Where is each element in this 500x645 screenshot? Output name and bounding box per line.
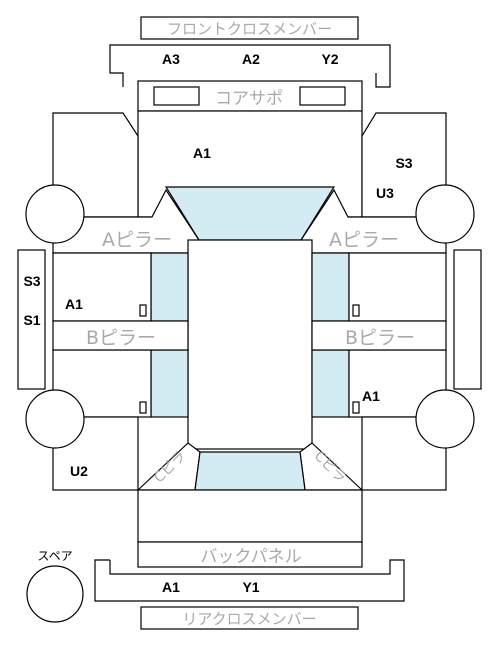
headlight-right[interactable] — [299, 86, 346, 106]
front-cross-member[interactable] — [109, 44, 391, 88]
rear-cross-member-box[interactable] — [140, 606, 359, 630]
core-support-label: コアサポ — [215, 89, 283, 109]
roof[interactable] — [187, 239, 313, 450]
left-side-rail[interactable] — [17, 249, 46, 390]
rear-member-code-right: Y1 — [242, 579, 259, 595]
left-front-door-code: A1 — [65, 296, 83, 312]
b-pillar-left-label: Bピラー — [86, 327, 156, 349]
a-pillar-right-label: Aピラー — [329, 229, 399, 251]
left-side-rail-code-bottom: S1 — [23, 312, 40, 328]
front-cross-member-label: フロントクロスメンバー — [167, 20, 332, 38]
front-member-code-left: A3 — [162, 51, 180, 67]
left-front-door-handle[interactable] — [139, 304, 147, 317]
left-front-window[interactable] — [150, 252, 189, 322]
rear-cross-member[interactable] — [94, 559, 405, 602]
front-member-code-right: Y2 — [321, 51, 338, 67]
right-front-door[interactable] — [348, 252, 447, 322]
headlight-left[interactable] — [153, 86, 200, 106]
front-left-wheel[interactable] — [25, 184, 85, 244]
back-panel-label: バックパネル — [200, 547, 301, 567]
rear-cross-member-label: リアクロスメンバー — [182, 610, 316, 628]
right-rear-door-code: A1 — [362, 388, 380, 404]
right-rear-window[interactable] — [311, 349, 350, 418]
left-rear-quarter-code: U2 — [70, 463, 88, 479]
front-cross-member-box[interactable] — [140, 16, 359, 40]
b-pillar-right-label: Bピラー — [345, 327, 415, 349]
front-right-fender-code-bottom: U3 — [376, 185, 394, 201]
spare-label: スペア — [37, 549, 72, 563]
a-pillar-left-label: Aピラー — [102, 229, 172, 251]
right-side-rail[interactable] — [453, 249, 482, 390]
spare-tire[interactable] — [26, 565, 84, 623]
rear-left-wheel[interactable] — [25, 389, 85, 449]
hood-code: A1 — [193, 145, 211, 161]
b-pillar-left[interactable] — [52, 320, 189, 351]
front-right-fender-code-top: S3 — [395, 155, 412, 171]
back-panel[interactable] — [137, 541, 363, 568]
rear-member-code-left: A1 — [162, 579, 180, 595]
right-rear-door-handle[interactable] — [352, 401, 360, 414]
b-pillar-right[interactable] — [311, 320, 447, 351]
left-rear-door-handle[interactable] — [139, 401, 147, 414]
trunk[interactable] — [137, 489, 363, 543]
left-rear-window[interactable] — [150, 349, 189, 418]
right-front-window[interactable] — [311, 252, 350, 322]
rear-right-wheel[interactable] — [415, 389, 475, 449]
rear-window[interactable] — [194, 451, 306, 491]
left-side-rail-code-top: S3 — [23, 273, 40, 289]
right-front-door-handle[interactable] — [352, 304, 360, 317]
left-front-door[interactable] — [52, 252, 152, 322]
front-right-wheel[interactable] — [415, 184, 475, 244]
front-member-code-center: A2 — [242, 51, 260, 67]
